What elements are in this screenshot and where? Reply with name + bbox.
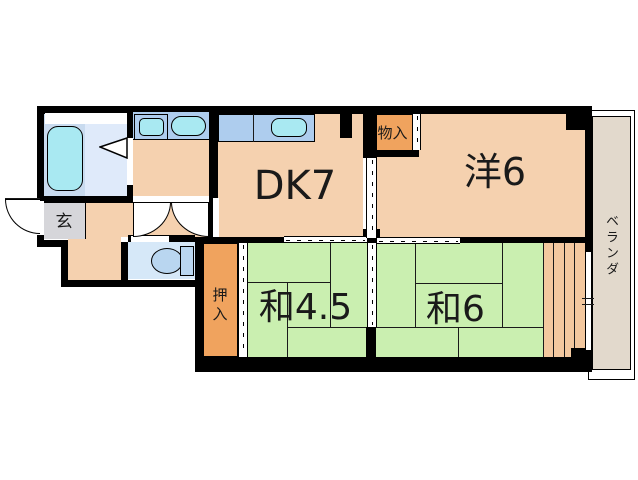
room-tatami6 <box>375 243 543 357</box>
washroom-opening <box>133 196 209 203</box>
label-oshiire: 押入 <box>210 287 229 325</box>
closet-oshiire <box>203 243 238 357</box>
wall-under-storage <box>363 150 419 157</box>
bathtub-icon <box>47 126 83 191</box>
room-tatami45 <box>246 243 367 357</box>
wall-bath-bottom <box>37 196 133 203</box>
wall-bath-stub-bottom <box>127 185 133 196</box>
sliding-door-dk-tatami45 <box>284 236 367 243</box>
sliding-door-oshiire <box>238 243 248 357</box>
tatami-line <box>415 283 502 284</box>
sliding-door-dk-western <box>366 158 377 238</box>
toilet-door-opening <box>131 236 169 242</box>
wall-genkan-bottom <box>37 240 68 247</box>
washing-machine-tub <box>139 118 164 136</box>
floor-board-line <box>564 243 565 357</box>
wall-section-bottom <box>61 280 203 287</box>
veranda-window <box>585 252 592 350</box>
room-label-western: 洋6 <box>463 149 527 194</box>
window-tick <box>582 304 594 305</box>
floor-board-line <box>574 243 575 357</box>
wall-kitchen-stub <box>340 106 352 138</box>
bath-door-icon <box>99 137 128 159</box>
toilet-icon <box>151 248 183 274</box>
kitchen-sink-icon <box>271 118 307 137</box>
washbasin-icon <box>171 116 206 136</box>
tatami-line <box>458 327 459 357</box>
tatami-line <box>287 327 367 328</box>
tatami-line <box>415 243 416 327</box>
veranda-floor <box>592 116 631 370</box>
wall-partition-lower <box>366 327 376 358</box>
wall-left-upper <box>37 106 44 202</box>
room-label-dk: DK7 <box>253 163 337 209</box>
sliding-door-western-tatami6 <box>377 237 460 244</box>
label-genkan: 玄 <box>55 211 73 232</box>
label-veranda: ベランダ <box>603 214 618 278</box>
floor-board-line <box>543 243 544 357</box>
sliding-door-tatami45-tatami6 <box>367 243 377 327</box>
front-door-swing-icon <box>5 199 40 234</box>
room-label-tatami6: 和6 <box>426 289 485 330</box>
tatami-line <box>375 327 543 328</box>
tatami-line <box>246 282 330 283</box>
wall-dk-storage <box>363 106 377 158</box>
counter-divider <box>253 114 254 142</box>
wall-right-upper <box>585 106 592 252</box>
sliding-door-monoire <box>412 114 421 150</box>
toilet-tank <box>180 246 194 276</box>
wall-toilet-left <box>121 242 128 281</box>
wall-left-lower <box>61 247 68 287</box>
front-door-opening <box>37 200 44 236</box>
wall-bottom <box>195 357 592 372</box>
room-corridor-lower <box>68 237 121 281</box>
room-label-tatami45: 和4.5 <box>258 287 353 328</box>
room-genkan <box>44 202 86 239</box>
wall-washroom-dk <box>209 106 218 237</box>
wall-wing-left <box>195 237 203 358</box>
tatami-line <box>287 282 288 357</box>
wall-bath-stub-top <box>127 106 133 138</box>
floor-board-line <box>553 243 554 357</box>
bath-window <box>45 113 127 124</box>
tatami-line <box>502 243 503 327</box>
dk-door-opening <box>213 198 219 237</box>
tatami-line <box>330 243 331 327</box>
wall-top <box>37 106 587 114</box>
label-monoire: 物入 <box>377 123 408 142</box>
window-tick <box>582 298 594 299</box>
